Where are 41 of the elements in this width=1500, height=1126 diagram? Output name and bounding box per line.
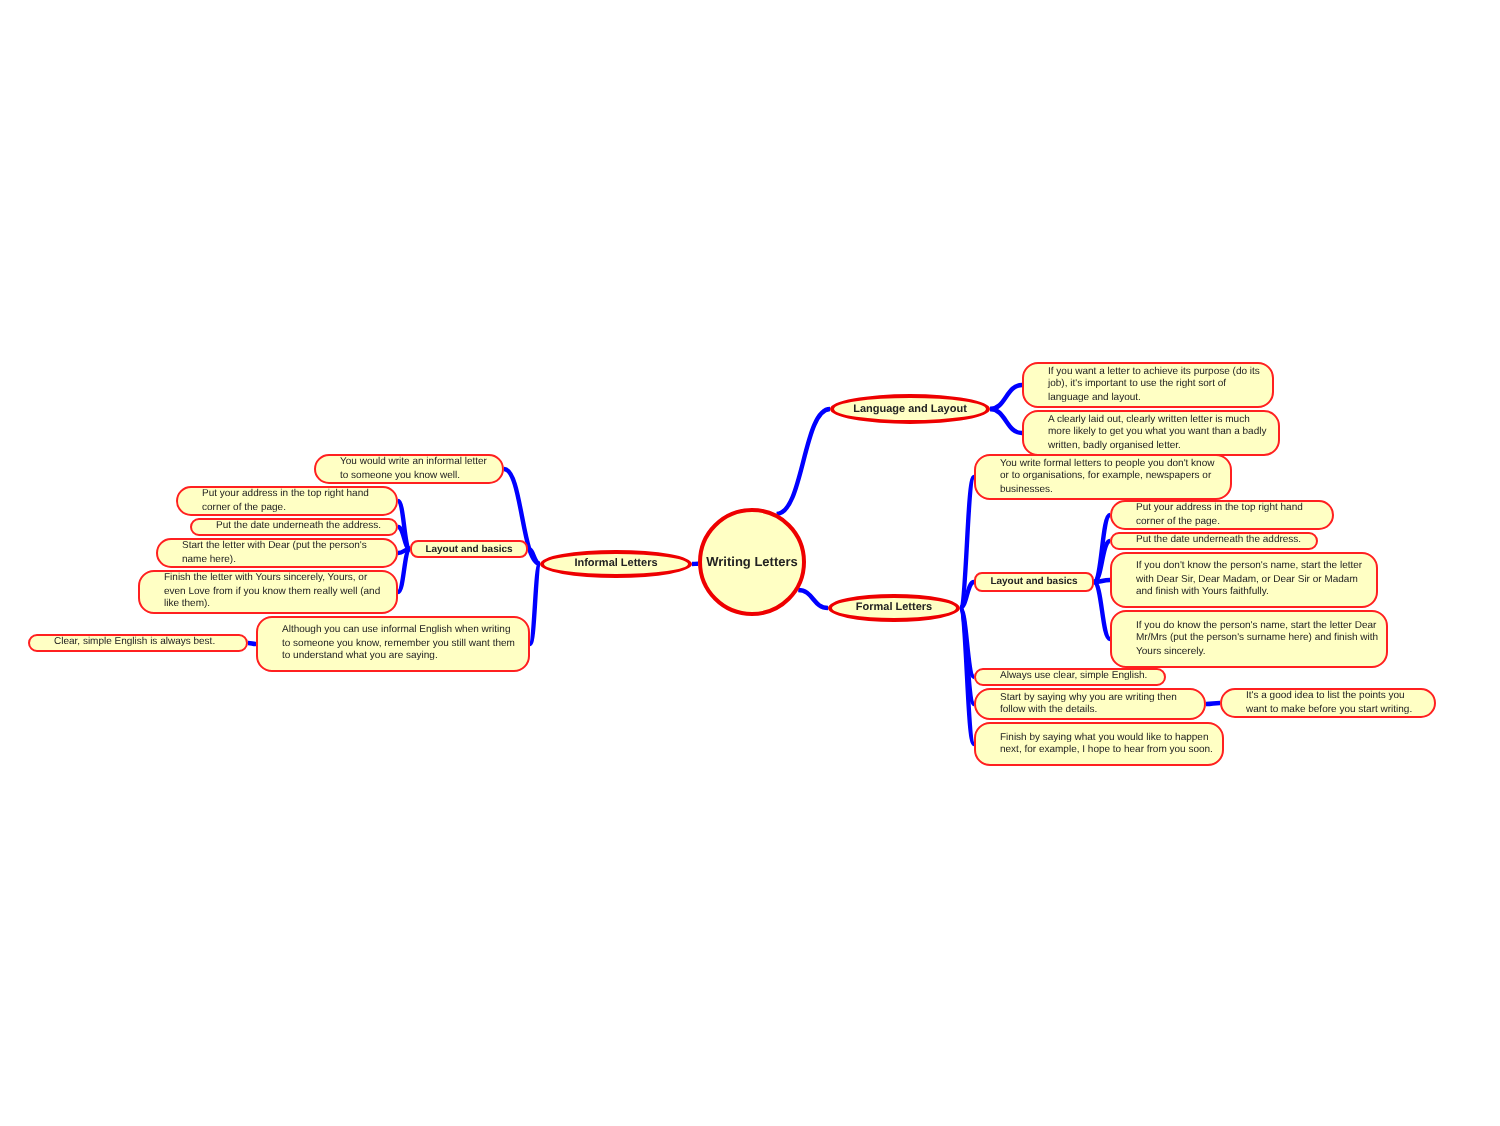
note-box xyxy=(1022,362,1274,408)
branch-line xyxy=(1092,539,1112,584)
note-box xyxy=(1110,552,1378,608)
branch-line xyxy=(1092,580,1112,641)
branch-line xyxy=(958,606,976,679)
branch-line xyxy=(528,562,542,646)
branch-line xyxy=(989,382,1023,412)
branch-line xyxy=(797,587,829,611)
branch-line xyxy=(958,475,976,610)
note-box xyxy=(1110,500,1334,530)
note-box xyxy=(256,616,530,672)
note-box xyxy=(1110,532,1318,550)
branch-line xyxy=(503,467,541,566)
note-box xyxy=(138,570,398,614)
subtopic-box xyxy=(974,572,1094,592)
branch-line xyxy=(1092,513,1112,584)
topic-ellipse xyxy=(540,550,692,578)
branch-line xyxy=(396,525,412,551)
note-box xyxy=(974,688,1206,720)
branch-line xyxy=(396,547,412,594)
note-box xyxy=(28,634,248,652)
note-box xyxy=(1022,410,1280,456)
note-box xyxy=(190,518,398,536)
branch-line xyxy=(775,406,831,516)
note-box xyxy=(156,538,398,568)
branch-line xyxy=(958,580,976,610)
note-box xyxy=(974,722,1224,766)
note-box xyxy=(176,486,398,516)
branch-line xyxy=(527,547,541,566)
branch-line xyxy=(1205,700,1221,707)
topic-ellipse xyxy=(828,594,960,622)
central-topic-circle xyxy=(698,508,806,616)
subtopic-box xyxy=(410,540,528,558)
branch-line xyxy=(989,406,1023,436)
branch-line xyxy=(396,499,412,551)
note-box xyxy=(1110,610,1388,668)
note-box xyxy=(974,454,1232,500)
note-box xyxy=(1220,688,1436,718)
note-box xyxy=(314,454,504,484)
note-box xyxy=(974,668,1166,686)
branch-line xyxy=(247,640,257,647)
